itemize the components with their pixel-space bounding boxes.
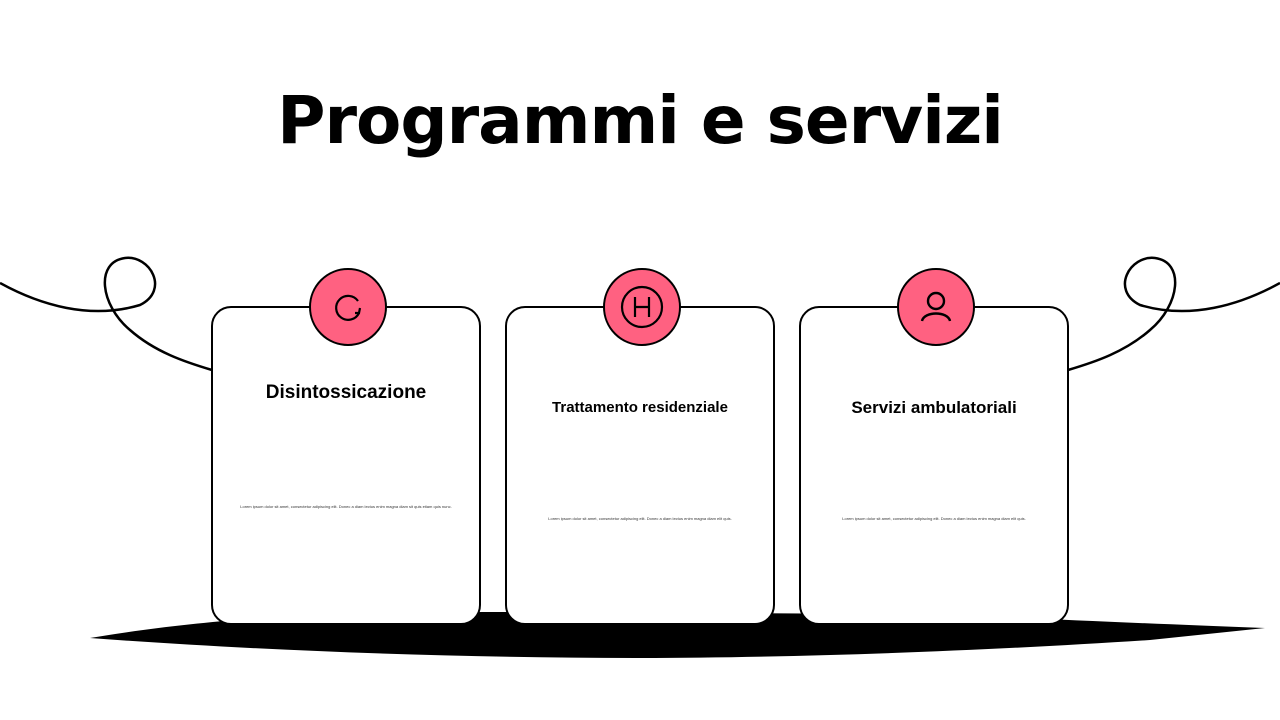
refresh-icon	[335, 294, 362, 321]
card-body: Lorem ipsum dolor sit amet, consectetur …	[240, 504, 452, 509]
card-title: Trattamento residenziale	[552, 399, 728, 416]
icon-badge	[897, 268, 975, 346]
card-title: Disintossicazione	[265, 382, 427, 403]
icon-badge	[603, 268, 681, 346]
card-title: Servizi ambulatoriali	[851, 398, 1017, 417]
card-body: Lorem ipsum dolor sit amet, consectetur …	[842, 516, 1026, 521]
card-body: Lorem ipsum dolor sit amet, consectetur …	[548, 516, 732, 521]
user-icon	[920, 291, 952, 322]
card-servizi-ambulatoriali: Servizi ambulatoriali Lorem ipsum dolor …	[799, 268, 1069, 625]
icon-badge	[309, 268, 387, 346]
left-swirl-line	[0, 256, 213, 372]
hospital-icon	[620, 285, 664, 329]
page-title: Programmi e servizi	[277, 82, 1004, 159]
card-disintossicazione: Disintossicazione Lorem ipsum dolor sit …	[211, 268, 481, 625]
right-swirl-line	[1067, 256, 1280, 372]
card-trattamento-residenziale: Trattamento residenziale Lorem ipsum dol…	[505, 268, 775, 625]
